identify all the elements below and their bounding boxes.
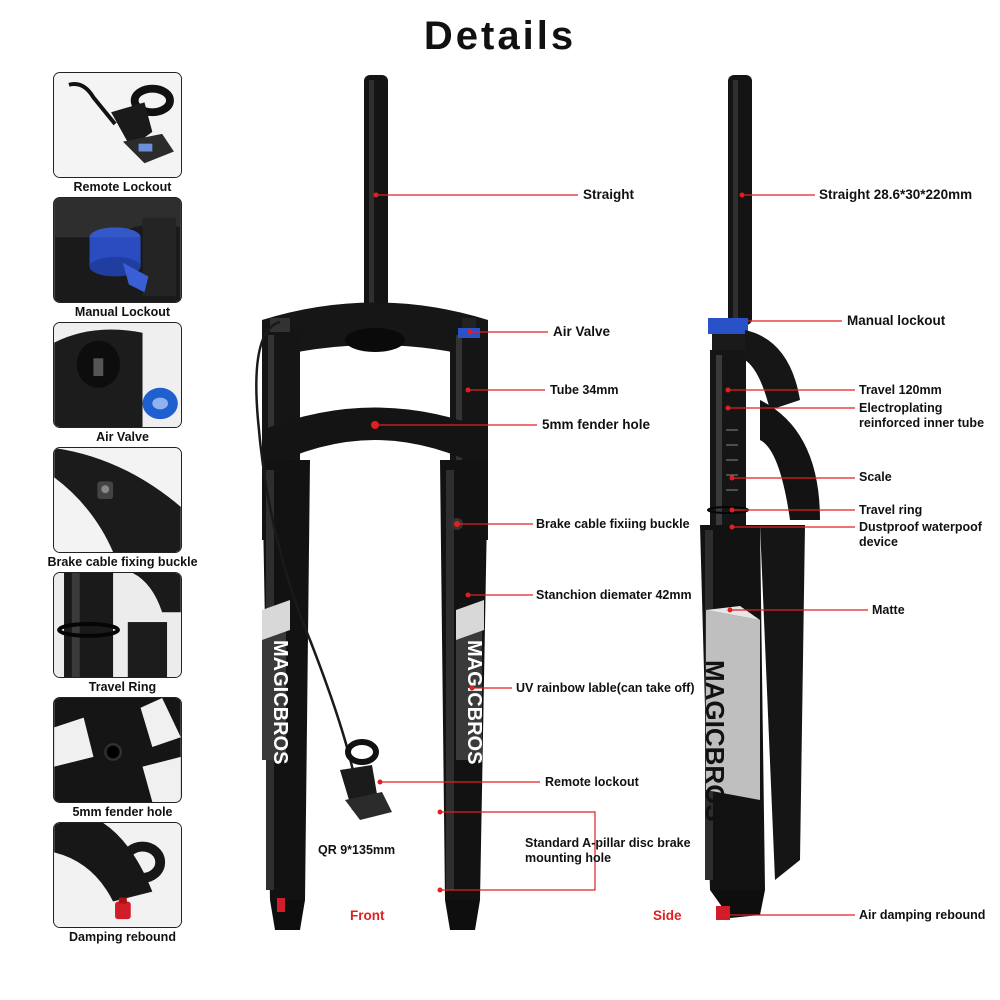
thumbnail-label: Travel Ring bbox=[88, 680, 157, 694]
fender-hole-icon bbox=[54, 698, 181, 802]
callout-disc-brake-line1: Standard A-pillar disc brake bbox=[525, 836, 691, 850]
damping-rebound-icon bbox=[54, 823, 181, 927]
page-title: Details bbox=[423, 14, 577, 58]
callout-stanchion-diameter: Stanchion diemater 42mm bbox=[536, 588, 692, 602]
air-valve-icon bbox=[54, 323, 181, 427]
callout-travel-ring: Travel ring bbox=[859, 503, 923, 517]
thumbnail-air-valve bbox=[53, 322, 182, 428]
callout-brake-cable-buckle: Brake cable fixiing buckle bbox=[536, 517, 690, 531]
callout-electroplating-line1: Electroplating bbox=[859, 401, 943, 415]
callout-tube-34mm: Tube 34mm bbox=[550, 383, 619, 397]
thumbnail-label: Manual Lockout bbox=[74, 305, 171, 319]
callout-air-valve: Air Valve bbox=[553, 324, 611, 339]
front-fork-icon bbox=[255, 75, 488, 930]
manual-lockout-icon bbox=[54, 198, 181, 302]
callout-travel-120mm: Travel 120mm bbox=[859, 383, 942, 397]
thumbnail-label: 5mm fender hole bbox=[72, 805, 173, 819]
side-fork-icon bbox=[700, 75, 820, 920]
front-left-brand-text: MAGICBROS bbox=[269, 640, 291, 764]
brake-cable-buckle-icon bbox=[54, 448, 181, 552]
thumbnail-remote-lockout bbox=[53, 72, 182, 178]
front-view-label: Front bbox=[350, 908, 385, 923]
callout-electroplating-line2: reinforced inner tube bbox=[859, 416, 985, 430]
thumbnail-label: Air Valve bbox=[96, 430, 149, 444]
front-right-brand-text: MAGICBROS bbox=[463, 640, 485, 764]
side-brand-text: MAGICBROS bbox=[700, 660, 730, 822]
qr-label: QR 9*135mm bbox=[318, 843, 396, 857]
thumbnail-label: Remote Lockout bbox=[73, 180, 172, 194]
thumbnail-damping-rebound bbox=[53, 822, 182, 928]
callout-disc-brake-line2: mounting hole bbox=[525, 851, 612, 865]
callout-matte: Matte bbox=[872, 603, 905, 617]
remote-lockout-icon bbox=[54, 73, 181, 177]
callout-air-damping-rebound: Air damping rebound bbox=[859, 908, 986, 922]
thumbnail-label: Brake cable fixing buckle bbox=[47, 555, 198, 569]
travel-ring-icon bbox=[54, 573, 181, 677]
callout-uv-label: UV rainbow lable(can take off) bbox=[516, 681, 695, 695]
callout-remote-lockout: Remote lockout bbox=[545, 775, 639, 789]
callout-dustproof-line2: device bbox=[859, 535, 898, 549]
callout-fender-hole: 5mm fender hole bbox=[542, 417, 651, 432]
thumbnail-manual-lockout bbox=[53, 197, 182, 303]
thumbnail-label: Damping rebound bbox=[69, 930, 176, 944]
thumbnail-fender-hole bbox=[53, 697, 182, 803]
side-view-label: Side bbox=[653, 908, 682, 923]
callout-straight: Straight bbox=[583, 187, 635, 202]
callout-dustproof-line1: Dustproof waterpoof bbox=[859, 520, 982, 534]
thumbnail-travel-ring bbox=[53, 572, 182, 678]
callout-manual-lockout: Manual lockout bbox=[847, 313, 946, 328]
thumbnail-brake-cable-buckle bbox=[53, 447, 182, 553]
callout-straight-dimensions: Straight 28.6*30*220mm bbox=[819, 187, 973, 202]
callout-scale: Scale bbox=[859, 470, 892, 484]
